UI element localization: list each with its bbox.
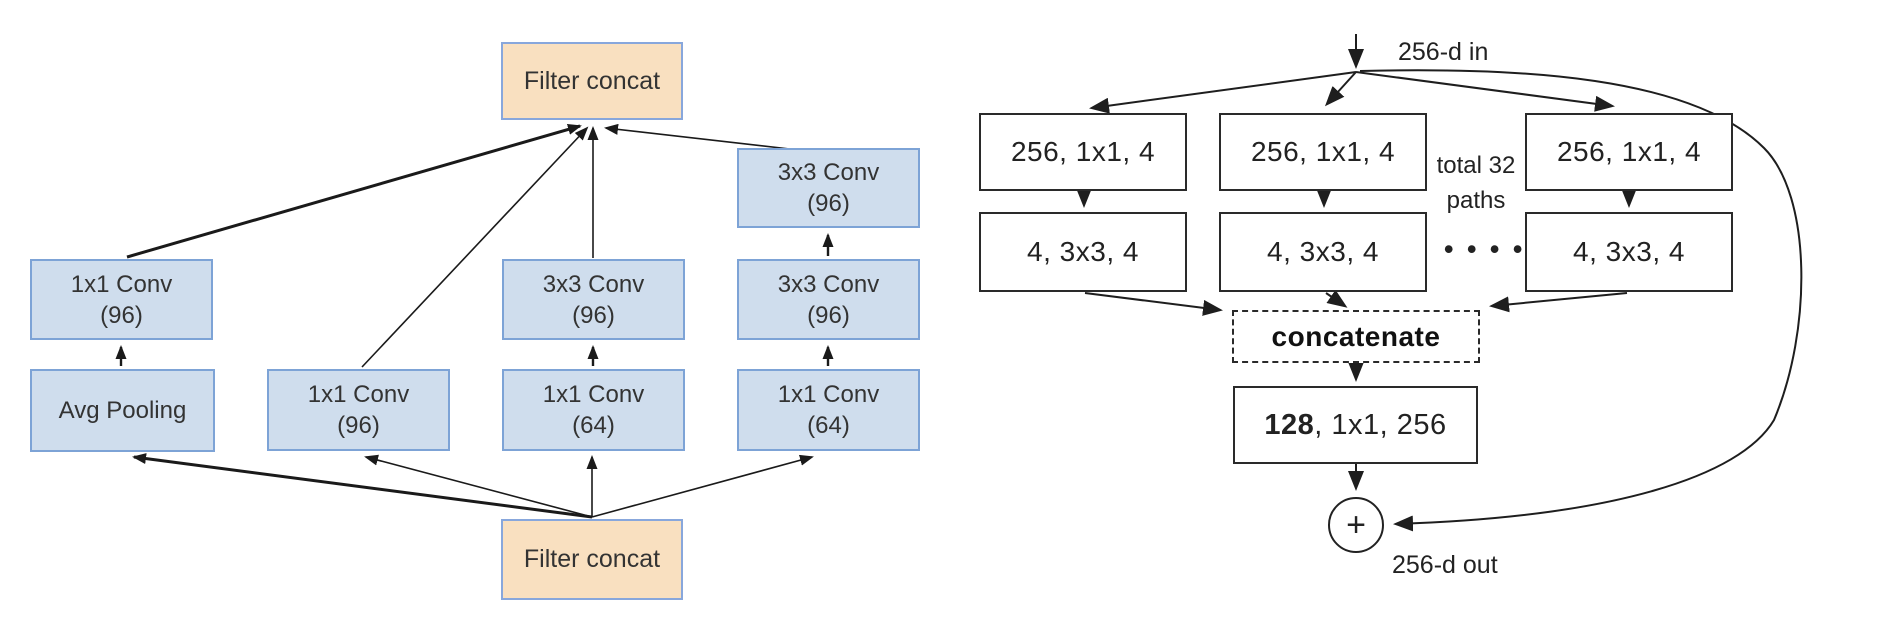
- arrow-fan-to-path2: [1324, 71, 1357, 107]
- arrow-p2-to-concat: [1325, 289, 1348, 308]
- filter-concat-bottom-label: Filter concat: [523, 545, 661, 573]
- conv-label-line2: (64): [807, 412, 850, 439]
- filter-concat-top-box: Filter concat: [501, 42, 683, 120]
- arrow-fan-to-path1: [1089, 71, 1357, 114]
- conv-label-line1: 3x3 Conv: [542, 270, 645, 298]
- conv-3x3-96-top-box: 3x3 Conv (96): [737, 148, 920, 228]
- conv-1x1-96-branch-box: 1x1 Conv (96): [267, 369, 450, 451]
- avg-pooling-box: Avg Pooling: [30, 369, 215, 452]
- conv-1x1-64-right-box: 1x1 Conv (64): [737, 369, 920, 451]
- arrow-conv96-to-top-concat: [126, 124, 582, 259]
- path2-conv2-box: 4, 3x3, 4: [1219, 212, 1427, 292]
- path2-conv1-label: 256, 1x1, 4: [1250, 136, 1396, 167]
- arrow-p1-to-concat: [1084, 292, 1223, 316]
- filter-concat-top-label: Filter concat: [523, 66, 661, 95]
- conv-label-line1: 1x1 Conv: [70, 270, 173, 298]
- total-paths-line2: paths: [1446, 187, 1506, 214]
- ellipsis-dots: • • • •: [1444, 234, 1526, 264]
- fuse-conv-width: 128: [1264, 408, 1315, 441]
- path32-conv2-label: 4, 3x3, 4: [1573, 236, 1685, 267]
- path32-conv2-box: 4, 3x3, 4: [1525, 212, 1733, 292]
- path1-conv2-box: 4, 3x3, 4: [979, 212, 1187, 292]
- elementwise-add-circle: +: [1328, 497, 1384, 553]
- path2-conv1-box: 256, 1x1, 4: [1219, 113, 1427, 191]
- conv-1x1-64-mid-box: 1x1 Conv (64): [502, 369, 685, 451]
- conv-1x1-96-left-box: 1x1 Conv (96): [30, 259, 213, 340]
- avg-pooling-label: Avg Pooling: [58, 397, 187, 424]
- concatenate-box: concatenate: [1232, 310, 1480, 363]
- concatenate-label: concatenate: [1271, 320, 1441, 352]
- fuse-conv-rest: , 1x1, 256: [1314, 408, 1447, 441]
- arrow-bottom-concat-to-c4: [591, 454, 814, 518]
- path2-conv2-label: 4, 3x3, 4: [1267, 236, 1379, 267]
- total-paths-line1: total 32: [1436, 152, 1516, 179]
- path32-conv1-box: 256, 1x1, 4: [1525, 113, 1733, 191]
- plus-sign: +: [1346, 506, 1366, 544]
- arrow-fan-to-path3: [1355, 71, 1615, 112]
- conv-label-line2: (96): [337, 412, 380, 439]
- output-dim-label: 256-d out: [1392, 551, 1498, 579]
- total-paths-note: total 32 paths: [1420, 148, 1532, 218]
- arrow-p3-to-concat: [1489, 292, 1628, 313]
- path1-conv1-box: 256, 1x1, 4: [979, 113, 1187, 191]
- conv-label-line2: (96): [807, 190, 850, 217]
- filter-concat-bottom-box: Filter concat: [501, 519, 683, 600]
- conv-label-line1: 1x1 Conv: [307, 381, 410, 408]
- path1-conv2-label: 4, 3x3, 4: [1027, 236, 1139, 267]
- left-diagram-arrows: [115, 123, 834, 519]
- fuse-conv-box: 128, 1x1, 256: [1233, 386, 1478, 464]
- arrow-bottom-concat-to-avgpool: [132, 453, 593, 519]
- conv-label-line2: (96): [807, 301, 850, 329]
- conv-label-line1: 1x1 Conv: [777, 381, 880, 408]
- path32-conv1-label: 256, 1x1, 4: [1556, 136, 1702, 167]
- conv-label-line1: 3x3 Conv: [777, 270, 880, 298]
- input-dim-label: 256-d in: [1398, 38, 1489, 66]
- conv-3x3-96-mid-box: 3x3 Conv (96): [502, 259, 685, 340]
- conv-label-line1: 1x1 Conv: [542, 381, 645, 408]
- conv-label-line2: (64): [572, 412, 615, 439]
- conv-3x3-96-right-box: 3x3 Conv (96): [737, 259, 920, 340]
- conv-label-line1: 3x3 Conv: [777, 159, 880, 186]
- conv-label-line2: (96): [572, 301, 615, 329]
- conv-label-line2: (96): [100, 301, 143, 329]
- arrow-bottom-concat-to-c2: [364, 454, 593, 518]
- path1-conv1-label: 256, 1x1, 4: [1010, 136, 1156, 167]
